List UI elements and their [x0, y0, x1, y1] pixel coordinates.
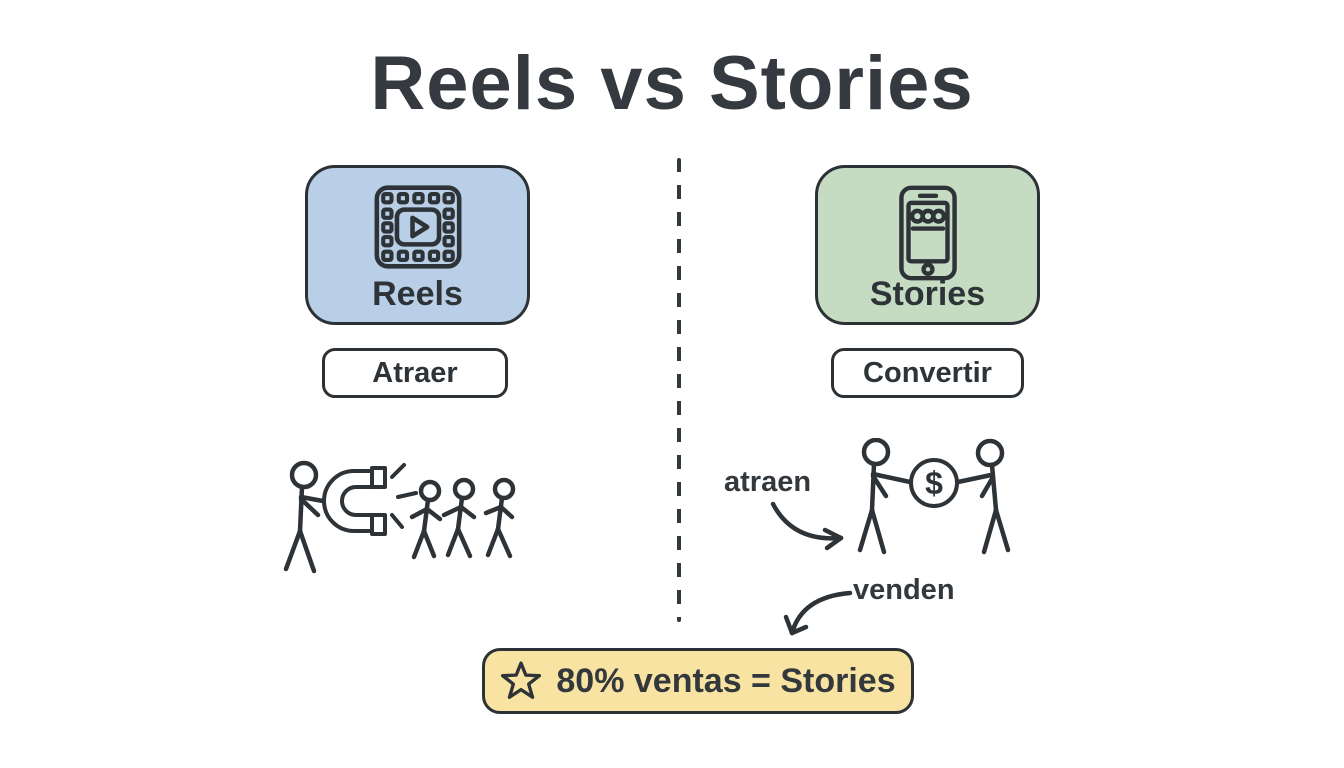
reels-card-label: Reels — [372, 275, 463, 313]
magnet-attracting-people-illustration — [280, 453, 550, 583]
people-exchanging-money-illustration: $ — [850, 438, 1018, 568]
atraer-box: Atraer — [322, 348, 508, 398]
convertir-label: Convertir — [863, 356, 992, 389]
page-title: Reels vs Stories — [370, 41, 974, 126]
atraen-arrow — [765, 498, 855, 553]
reels-card: Reels — [305, 165, 530, 325]
phone-stories-icon — [818, 184, 1037, 282]
dashed-divider — [677, 158, 681, 622]
film-reel-icon — [308, 184, 527, 270]
venden-arrow — [778, 583, 863, 645]
stats-banner: 80% ventas = Stories — [482, 648, 914, 714]
dollar-sign: $ — [925, 465, 943, 501]
stories-card: Stories — [815, 165, 1040, 325]
star-icon — [500, 660, 542, 702]
venden-annotation: venden — [853, 574, 955, 606]
banner-text: 80% ventas = Stories — [556, 661, 896, 700]
stories-card-label: Stories — [869, 275, 986, 313]
atraer-label: Atraer — [372, 356, 458, 389]
convertir-box: Convertir — [831, 348, 1024, 398]
atraen-annotation: atraen — [724, 466, 812, 498]
